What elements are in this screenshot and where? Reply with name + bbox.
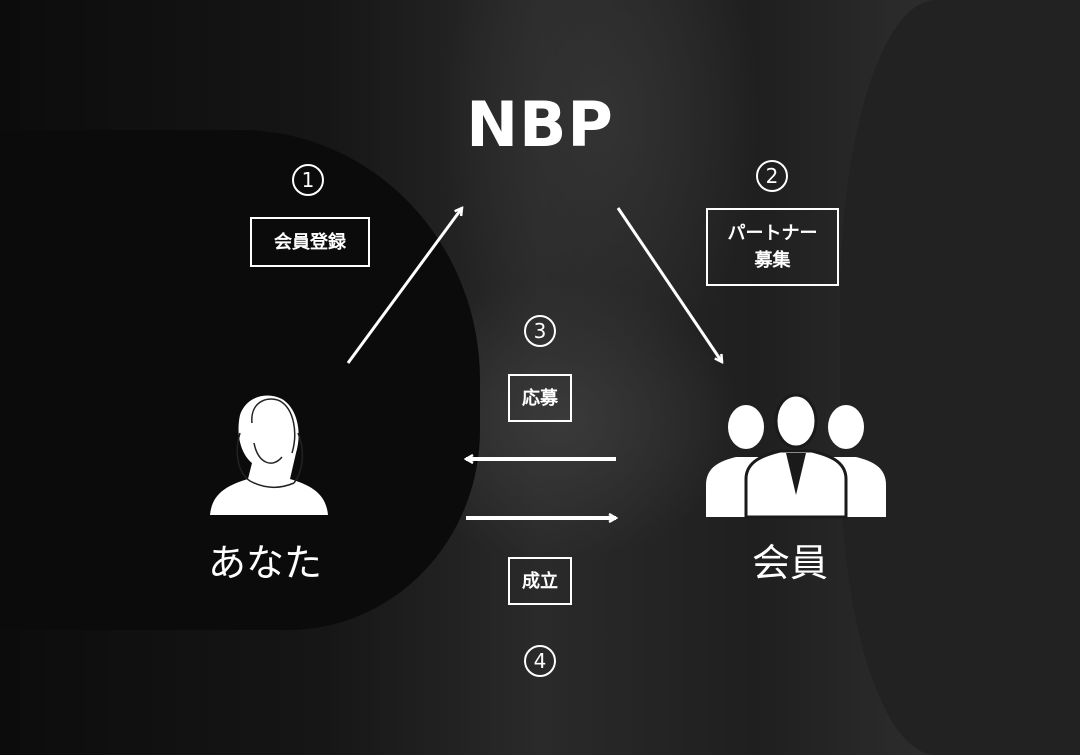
arrow-you-to-nbp: [346, 208, 462, 364]
node-you-label: あなた: [208, 541, 323, 585]
node-member-label: 会員: [752, 541, 829, 585]
woman-icon: [210, 395, 328, 515]
background-sleeve-right: [840, 0, 1080, 755]
arrow-nbp-to-member: [616, 207, 722, 362]
step-2-label-line2: 募集: [754, 250, 791, 271]
step-4-number: 4: [524, 645, 556, 677]
group-of-people-icon: [706, 393, 886, 519]
step-2-number: 2: [756, 160, 788, 192]
nbp-title: NBP: [466, 88, 614, 161]
step-3-label: 応募: [508, 374, 572, 422]
step-1-number: 1: [292, 164, 324, 196]
step-1-label: 会員登録: [250, 217, 370, 267]
step-2-label: パートナー 募集: [706, 208, 839, 286]
step-2-label-line1: パートナー: [727, 223, 818, 244]
background-sleeve-left: [0, 130, 480, 630]
step-3-number: 3: [524, 315, 556, 347]
step-4-label: 成立: [508, 557, 572, 605]
